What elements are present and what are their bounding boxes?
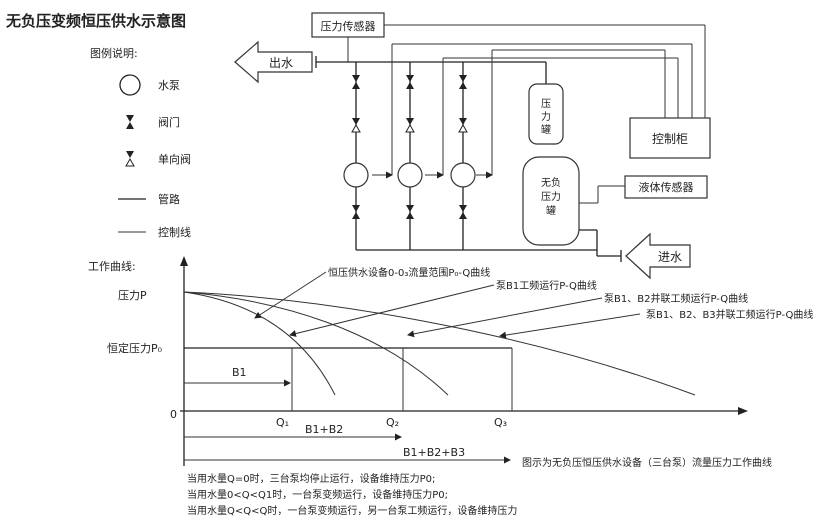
q3-label: Q₃ bbox=[494, 416, 507, 429]
annotation-b1: 泵B1工频运行P-Q曲线 bbox=[496, 279, 597, 292]
pump-icon bbox=[397, 162, 423, 188]
y-label-zero: 0 bbox=[170, 408, 177, 421]
pump-icon bbox=[450, 162, 476, 188]
note-3: 当用水量Q<Q<Q时，一台泵变频运行，另一台泵工频运行，设备维持压力 bbox=[187, 504, 517, 517]
control-cabinet-label: 控制柜 bbox=[652, 132, 688, 146]
annotation-const-range: 恒压供水设备0-0₃流量范围P₀-Q曲线 bbox=[328, 266, 490, 279]
control-cabinet-box bbox=[629, 117, 711, 159]
liquid-sensor-label: 液体传感器 bbox=[639, 180, 694, 194]
note-1: 当用水量Q=0时，三台泵均停止运行，设备维持压力P0; bbox=[187, 472, 435, 485]
legend-label-pump: 水泵 bbox=[158, 79, 180, 92]
pump-icon bbox=[343, 162, 369, 188]
nonneg-tank-label-2: 压力 bbox=[541, 190, 561, 203]
annotation-b1b2b3: 泵B1、B2、B3并联工频运行P-Q曲线 bbox=[646, 308, 813, 321]
pressure-sensor-label: 压力传感器 bbox=[321, 20, 376, 33]
page-title: 无负压变频恒压供水示意图 bbox=[5, 12, 186, 30]
legend: 图例说明: 水泵 阀门 单向阀 管路 控制线 bbox=[90, 46, 191, 239]
liquid-sensor-box bbox=[624, 175, 708, 199]
curve-b1b2 bbox=[183, 291, 449, 396]
pressure-tank bbox=[528, 83, 564, 145]
inlet-arrow: 进水 bbox=[625, 232, 691, 280]
valve-icon bbox=[126, 115, 134, 129]
inlet-label: 进水 bbox=[658, 250, 682, 264]
legend-heading: 图例说明: bbox=[90, 46, 138, 60]
nonneg-pressure-tank bbox=[522, 156, 580, 246]
pump-column-3 bbox=[450, 62, 476, 250]
schematic: 压力传感器 出水 压 力 罐 控制柜 bbox=[234, 12, 711, 280]
range-b1b2b3: B1+B2+B3 bbox=[403, 446, 465, 459]
q1-label: Q₁ bbox=[276, 416, 289, 429]
nonneg-tank-label-1: 无负 bbox=[541, 176, 561, 189]
legend-label-control-line: 控制线 bbox=[158, 225, 191, 239]
nonneg-tank-label-3: 罐 bbox=[546, 204, 556, 217]
pressure-tank-label-1: 压 bbox=[541, 98, 551, 110]
y-label-const-pressure: 恒定压力P₀ bbox=[107, 341, 163, 355]
curve-b1b2b3 bbox=[183, 291, 696, 396]
curves-heading: 工作曲线: bbox=[88, 259, 136, 273]
y-label-pressure: 压力P bbox=[118, 289, 147, 302]
outlet-label: 出水 bbox=[269, 56, 293, 70]
range-b1b2: B1+B2 bbox=[305, 423, 343, 436]
legend-label-valve: 阀门 bbox=[158, 115, 180, 129]
work-curves: 工作曲线: 压力P 恒定压力P₀ 0 Q₁ Q₂ Q₃ 恒压供水设备0-0₃流量… bbox=[88, 256, 813, 517]
note-2: 当用水量0<Q<Q1时，一台泵变频运行，设备维持压力P0; bbox=[187, 488, 448, 501]
q2-label: Q₂ bbox=[386, 416, 399, 429]
legend-label-pipe: 管路 bbox=[158, 192, 180, 206]
pressure-tank-label-3: 罐 bbox=[541, 123, 551, 136]
pump-column-2 bbox=[397, 62, 423, 250]
curves-caption: 图示为无负压恒压供水设备（三台泵）流量压力工作曲线 bbox=[522, 456, 772, 469]
annotation-b1b2: 泵B1、B2并联工频运行P-Q曲线 bbox=[604, 292, 748, 305]
outlet-arrow: 出水 bbox=[234, 40, 313, 84]
pump-column-1 bbox=[343, 62, 369, 250]
check-valve-icon bbox=[125, 151, 135, 167]
pump-circle-icon bbox=[119, 74, 141, 96]
curve-b1 bbox=[183, 291, 336, 396]
legend-label-check-valve: 单向阀 bbox=[158, 152, 191, 166]
range-b1: B1 bbox=[232, 366, 247, 379]
pressure-tank-label-2: 力 bbox=[541, 110, 551, 123]
